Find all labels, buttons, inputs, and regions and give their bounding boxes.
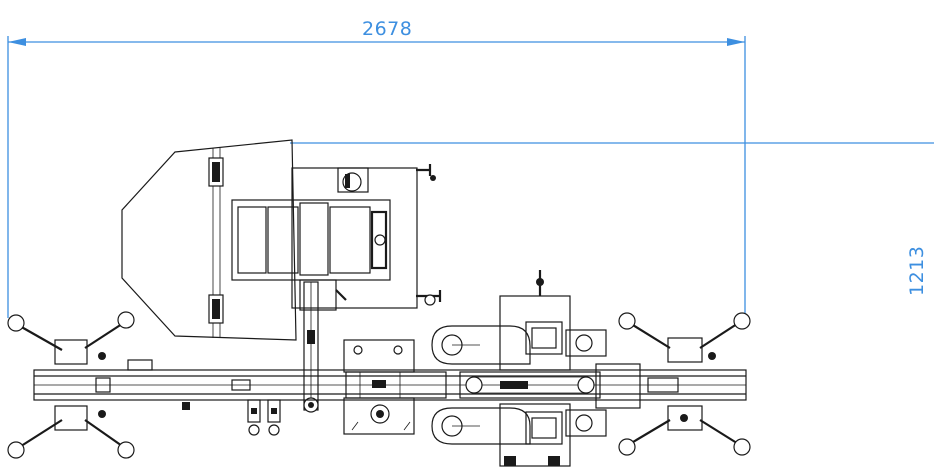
center-post bbox=[303, 281, 319, 413]
valve-cluster bbox=[247, 399, 281, 436]
center-station bbox=[343, 339, 447, 435]
dimension-width bbox=[7, 36, 746, 318]
height-dimension-label: 1213 bbox=[906, 245, 928, 296]
width-dimension-label: 2678 bbox=[362, 18, 413, 40]
right-star-stand bbox=[618, 312, 751, 456]
upper-frame bbox=[231, 164, 442, 311]
left-star-stand bbox=[7, 311, 135, 459]
main-conveyor-rail bbox=[33, 359, 747, 410]
belt-drive-module bbox=[431, 270, 607, 467]
hopper-plate bbox=[121, 139, 297, 341]
